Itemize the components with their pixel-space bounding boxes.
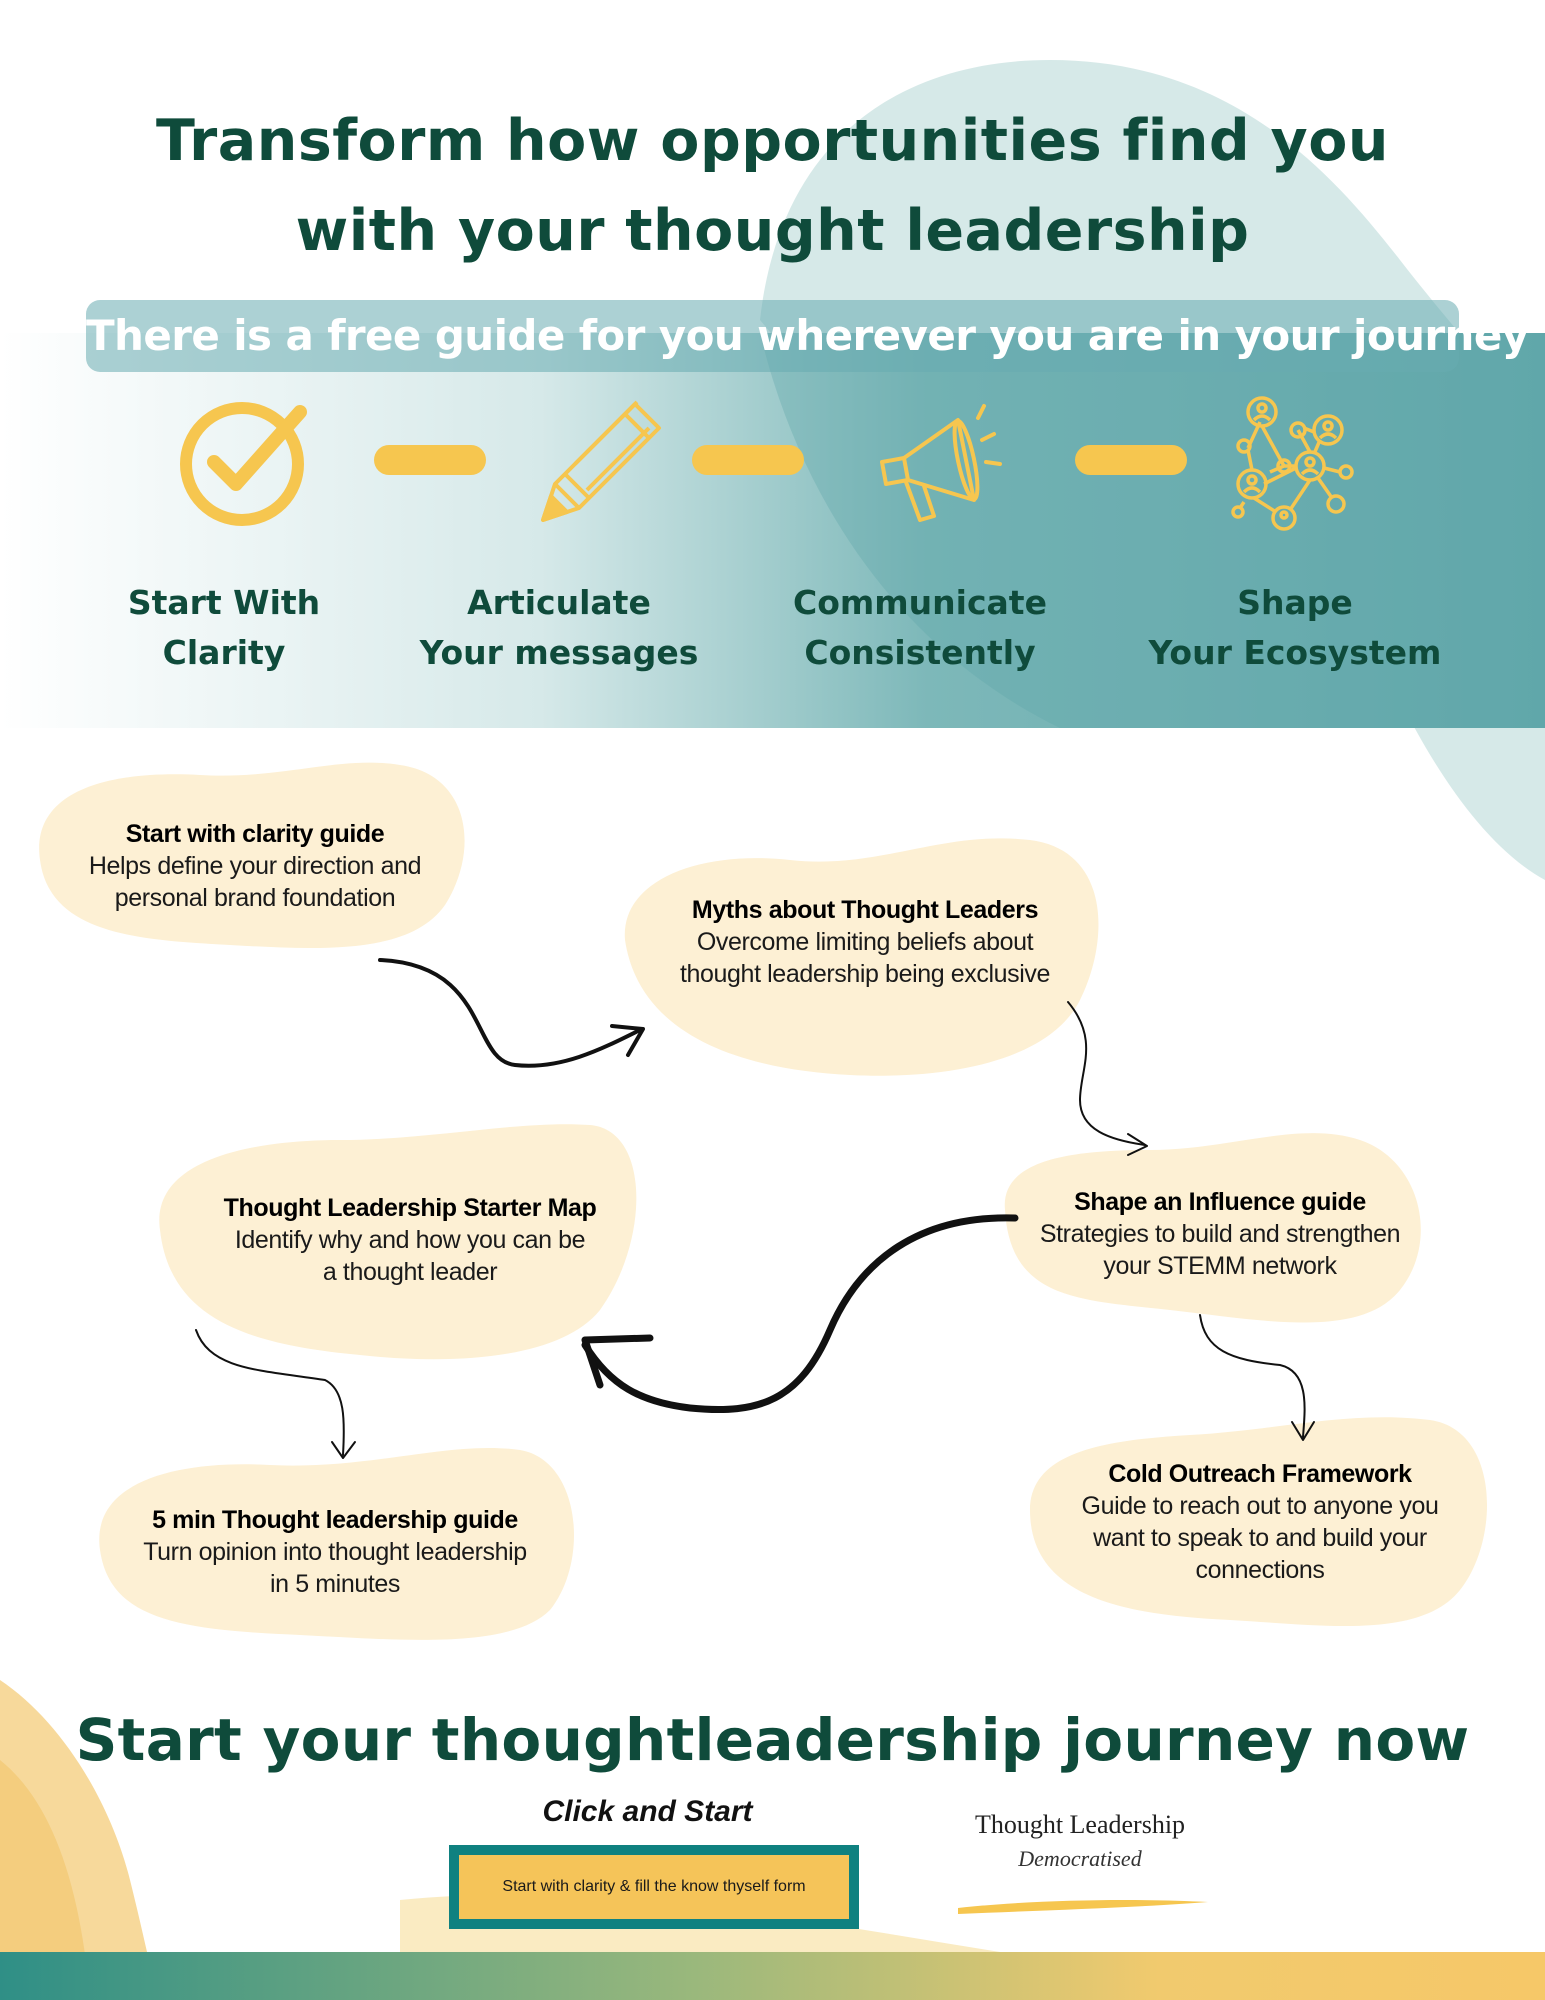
step-label-line2: Clarity [162, 633, 286, 672]
step-connector [374, 445, 486, 475]
page-title: Transform how opportunities find you wit… [0, 96, 1545, 276]
guide-card-starter-map[interactable]: Thought Leadership Starter Map Identify … [185, 1192, 635, 1288]
guide-title: Thought Leadership Starter Map [223, 1194, 597, 1222]
start-with-clarity-button-label: Start with clarity & fill the know thyse… [459, 1855, 849, 1919]
guide-desc-line: personal brand foundation [114, 884, 396, 912]
guide-desc-line: in 5 minutes [270, 1570, 400, 1598]
start-with-clarity-button[interactable]: Start with clarity & fill the know thyse… [449, 1845, 859, 1929]
arrow-starter-map-to-five-min [195, 1329, 345, 1456]
logo-subtitle: Democratised [1018, 1846, 1142, 1871]
guide-banner-text: There is a free guide for you wherever y… [86, 311, 1529, 360]
blob-starter-map [159, 1124, 637, 1360]
guide-title: Myths about Thought Leaders [691, 896, 1039, 924]
megaphone-icon [880, 404, 1002, 522]
title-line-2: with your thought leadership [295, 198, 1250, 264]
guide-desc-line: connections [1195, 1556, 1325, 1584]
blob-myths [624, 838, 1099, 1076]
logo-title: Thought Leadership [974, 1810, 1186, 1839]
guide-card-cold-outreach[interactable]: Cold Outreach Framework Guide to reach o… [1050, 1458, 1470, 1586]
network-icon [1231, 396, 1354, 531]
step-shape-ecosystem: Shape Your Ecosystem [1130, 578, 1460, 678]
step-label-line1: Start With [127, 583, 321, 622]
guide-desc-line: thought leadership being exclusive [680, 960, 1050, 988]
blob-five-min [99, 1447, 575, 1640]
guide-banner [86, 300, 1459, 372]
guide-title: Shape an Influence guide [1074, 1188, 1366, 1216]
guide-card-five-min[interactable]: 5 min Thought leadership guide Turn opin… [110, 1504, 560, 1600]
guide-title: Cold Outreach Framework [1108, 1460, 1412, 1488]
blob-cold-outreach [1030, 1417, 1488, 1627]
guide-desc-line: your STEMM network [1103, 1252, 1337, 1280]
step-label-line2: Your messages [419, 633, 699, 672]
title-line-1: Transform how opportunities find you [156, 108, 1389, 174]
brand-logo [958, 1900, 1208, 1914]
guide-desc-line: want to speak to and build your [1093, 1524, 1427, 1552]
guide-card-clarity[interactable]: Start with clarity guide Helps define yo… [55, 818, 455, 914]
guide-desc-line: a thought leader [322, 1258, 498, 1286]
guide-title: Start with clarity guide [125, 820, 385, 848]
guide-desc-line: Helps define your direction and [88, 852, 422, 880]
guide-desc-line: Strategies to build and strengthen [1039, 1220, 1401, 1248]
guide-desc-line: Guide to reach out to anyone you [1081, 1492, 1439, 1520]
guide-card-myths[interactable]: Myths about Thought Leaders Overcome lim… [640, 894, 1090, 990]
cta-heading: Start your thoughtleadership journey now [75, 1706, 1470, 1774]
guide-desc-line: Overcome limiting beliefs about [696, 928, 1034, 956]
arrowhead [1291, 1421, 1315, 1441]
arrowhead [331, 1441, 356, 1459]
step-start-with-clarity: Start With Clarity [64, 578, 384, 678]
step-articulate-messages: Articulate Your messages [399, 578, 719, 678]
step-label-line1: Shape [1237, 583, 1353, 622]
click-and-start-label: Click and Start [542, 1795, 753, 1828]
blob-clarity [39, 762, 465, 949]
arrow-myths-to-influence [1067, 1001, 1146, 1146]
step-communicate-consistently: Communicate Consistently [760, 578, 1080, 678]
blob-influence [1004, 1133, 1421, 1323]
step-label-line2: Consistently [804, 633, 1036, 672]
guide-title: 5 min Thought leadership guide [152, 1506, 518, 1534]
step-label-line1: Articulate [467, 583, 651, 622]
arrow-influence-to-starter-map [581, 1214, 1019, 1414]
arrow-influence-to-cold-outreach [1199, 1314, 1306, 1438]
arrow-clarity-to-myths [378, 958, 642, 1068]
guide-desc-line: Identify why and how you can be [234, 1226, 586, 1254]
step-label-line2: Your Ecosystem [1148, 633, 1442, 672]
step-connector [1075, 445, 1187, 475]
guide-card-influence[interactable]: Shape an Influence guide Strategies to b… [1010, 1186, 1430, 1282]
arrowhead [610, 1024, 645, 1057]
arrowhead [1127, 1133, 1148, 1156]
checkmark-circle-icon [180, 402, 307, 526]
step-connector [692, 445, 804, 475]
guide-flow-diagram [39, 762, 1488, 1640]
pencil-icon [541, 400, 661, 522]
step-label-line1: Communicate [793, 583, 1047, 622]
guide-desc-line: Turn opinion into thought leadership [143, 1538, 527, 1566]
arrowhead [581, 1334, 654, 1389]
